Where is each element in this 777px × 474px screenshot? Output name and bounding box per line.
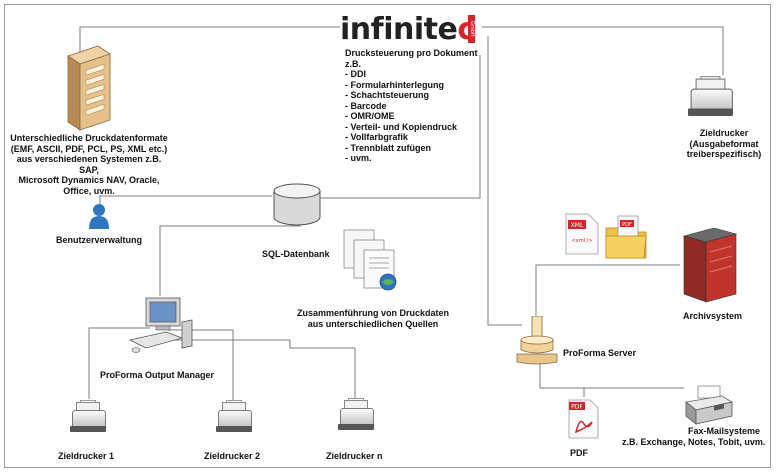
line-server-to-archive (535, 264, 680, 318)
fax-subtitle: z.B. Exchange, Notes, Tobit, uvm. (622, 437, 766, 447)
user-icon (88, 203, 110, 234)
printer-1-label: Zieldrucker 1 (58, 451, 115, 461)
printer-n-label: Zieldrucker n (326, 451, 383, 461)
source-server-icon (62, 42, 114, 132)
database-icon (272, 183, 322, 232)
merge-line-2: aus unterschiedlichen Quellen (307, 318, 439, 329)
line-logo-to-printer (482, 26, 724, 75)
diagram-frame (4, 4, 771, 468)
target-printer-line-2: (Ausgabeformat (689, 138, 759, 149)
xml-file-icon: XML <xml /> (562, 212, 602, 261)
line-features-to-db (320, 55, 481, 199)
source-line-4: Microsoft Dynamics NAV, Oracle, (18, 175, 160, 185)
user-mgmt-label: Benutzerverwaltung (56, 235, 143, 245)
source-line-3: aus verschiedenen Systemen z.B. SAP, (16, 154, 162, 175)
printer-1-icon (70, 400, 110, 436)
printer-n-icon (338, 398, 378, 434)
printer-2-label: Zieldrucker 2 (204, 451, 261, 461)
pdf-folder-icon: PDF (604, 214, 650, 265)
fax-icon (684, 384, 734, 433)
pdf-label: PDF (570, 448, 588, 458)
target-printer-line-1: Zieldrucker (699, 128, 749, 138)
merge-line-1: Zusammenführung von Druckdaten (296, 308, 449, 318)
database-label: SQL-Datenbank (262, 249, 330, 259)
feature-item: - Vollfarbgrafik (345, 132, 408, 142)
proforma-server-icon (515, 315, 559, 371)
feature-title: Drucksteuerung pro Dokument (345, 48, 478, 58)
feature-item: - DDI (345, 69, 366, 79)
source-line-5: Office, uvm. (63, 185, 115, 196)
target-printer-line-3: treiberspezifisch) (686, 149, 762, 159)
line-logo-to-server (487, 36, 522, 326)
xml-code: <xml /> (572, 238, 593, 244)
pdf-icon: PDF (566, 398, 600, 445)
source-line-2: (EMF, ASCII, PDF, PCL, PS, XML etc.) (10, 143, 168, 154)
documents-icon (342, 228, 406, 303)
line-manager-to-printer1 (88, 327, 150, 399)
feature-item: - Verteil- und Kopiendruck (345, 121, 458, 132)
fax-title: Fax-Mailsysteme (688, 426, 761, 436)
feature-item: - Trennblatt zufügen (345, 142, 431, 153)
source-line-1: Unterschiedliche Druckdatenformate (10, 133, 168, 143)
merge-text: Zusammenführung von Druckdaten aus unter… (290, 308, 456, 329)
line-db-to-user (99, 195, 272, 215)
line-server-to-logo (79, 26, 340, 95)
line-server-to-fax (539, 360, 684, 389)
output-manager-label: ProForma Output Manager (100, 370, 215, 380)
feature-subtitle: z.B. (345, 58, 362, 69)
workstation-icon (126, 296, 196, 361)
logo-text: infinite (340, 12, 458, 47)
feature-item: - Formularhinterlegung (345, 79, 444, 90)
feature-item: - OMR/OME (345, 111, 395, 121)
feature-list: Drucksteuerung pro Dokument z.B. - DDI- … (345, 48, 478, 164)
target-printer-text: Zieldrucker (Ausgabeformat treiberspezif… (676, 128, 772, 160)
feature-items: - DDI- Formularhinterlegung- Schachtsteu… (345, 69, 478, 164)
pdf-folder-tag: PDF (622, 222, 632, 228)
feature-item: - Schachtsteuerung (345, 90, 430, 100)
archive-server-icon (680, 226, 740, 309)
printer-2-icon (216, 400, 256, 436)
pdf-icon-text: PDF (571, 404, 583, 411)
feature-item: - uvm. (345, 153, 372, 163)
feature-item: - Barcode (345, 100, 387, 111)
proforma-server-label: ProForma Server (563, 348, 637, 358)
target-printer-icon (688, 76, 738, 121)
xml-tag: XML (571, 222, 584, 229)
archive-label: Archivsystem (683, 311, 743, 321)
logo-tag: GmbH (468, 15, 475, 43)
line-manager-to-printern (170, 339, 356, 398)
infinitec-logo: infinitec (340, 12, 475, 47)
source-formats-text: Unterschiedliche Druckdatenformate (EMF,… (6, 133, 172, 196)
